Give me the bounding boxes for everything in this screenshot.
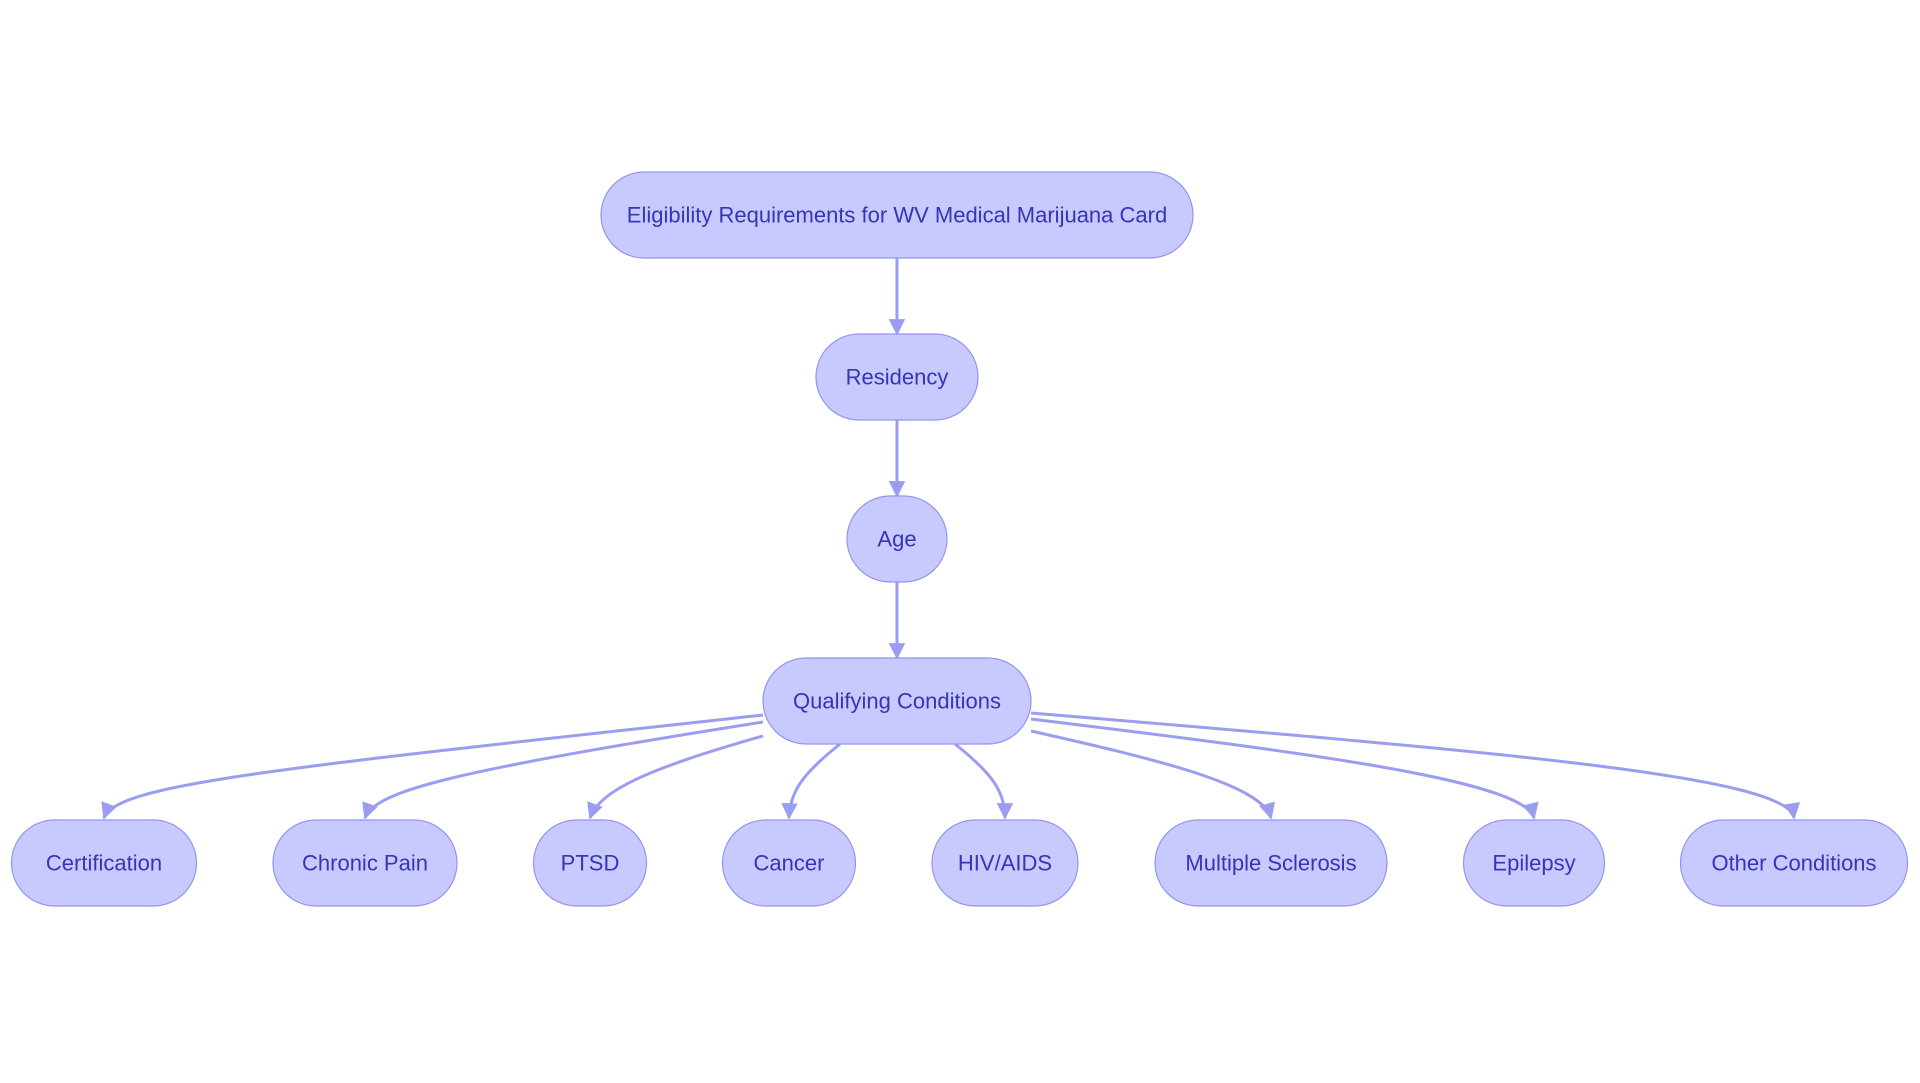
edge-qualifying-to-cancer (781, 742, 841, 820)
node-certification: Certification (10, 819, 198, 907)
node-label-residency: Residency (846, 365, 949, 390)
node-label-ptsd: PTSD (561, 851, 620, 876)
node-box-chronic-pain (272, 819, 458, 907)
node-qualifying: Qualifying Conditions (762, 657, 1032, 745)
edges (101, 258, 1800, 820)
node-box-certification (10, 819, 198, 907)
edge-qualifying-to-other-conditions (1030, 711, 1800, 820)
node-label-root: Eligibility Requirements for WV Medical … (627, 203, 1167, 228)
edge-qualifying-to-hiv-aids (954, 742, 1014, 820)
edge-qualifying-to-multiple-sclerosis (1030, 729, 1276, 820)
node-epilepsy: Epilepsy (1462, 819, 1606, 907)
node-chronic-pain: Chronic Pain (272, 819, 458, 907)
node-label-qualifying: Qualifying Conditions (793, 689, 1001, 714)
node-box-residency (815, 333, 979, 421)
node-ptsd: PTSD (532, 819, 648, 907)
node-label-age: Age (877, 527, 916, 552)
node-box-root (600, 171, 1194, 259)
nodes: Eligibility Requirements for WV Medical … (10, 171, 1909, 907)
node-age: Age (846, 495, 948, 583)
node-label-chronic-pain: Chronic Pain (302, 851, 428, 876)
edge-qualifying-to-epilepsy (1030, 717, 1539, 820)
node-label-epilepsy: Epilepsy (1492, 851, 1575, 876)
node-label-certification: Certification (46, 851, 162, 876)
node-box-epilepsy (1462, 819, 1606, 907)
node-cancer: Cancer (721, 819, 857, 907)
node-label-other-conditions: Other Conditions (1711, 851, 1876, 876)
node-label-multiple-sclerosis: Multiple Sclerosis (1185, 851, 1356, 876)
node-residency: Residency (815, 333, 979, 421)
edge-qualifying-to-chronic-pain (362, 720, 764, 820)
node-hiv-aids: HIV/AIDS (931, 819, 1079, 907)
node-box-qualifying (762, 657, 1032, 745)
node-label-hiv-aids: HIV/AIDS (958, 851, 1052, 876)
node-multiple-sclerosis: Multiple Sclerosis (1154, 819, 1388, 907)
node-box-age (846, 495, 948, 583)
node-box-cancer (721, 819, 857, 907)
node-root: Eligibility Requirements for WV Medical … (600, 171, 1194, 259)
edge-qualifying-to-ptsd (587, 734, 764, 820)
node-box-other-conditions (1679, 819, 1909, 907)
node-box-ptsd (532, 819, 648, 907)
node-box-multiple-sclerosis (1154, 819, 1388, 907)
node-box-hiv-aids (931, 819, 1079, 907)
node-other-conditions: Other Conditions (1679, 819, 1909, 907)
node-label-cancer: Cancer (754, 851, 825, 876)
edge-qualifying-to-certification (101, 713, 764, 820)
